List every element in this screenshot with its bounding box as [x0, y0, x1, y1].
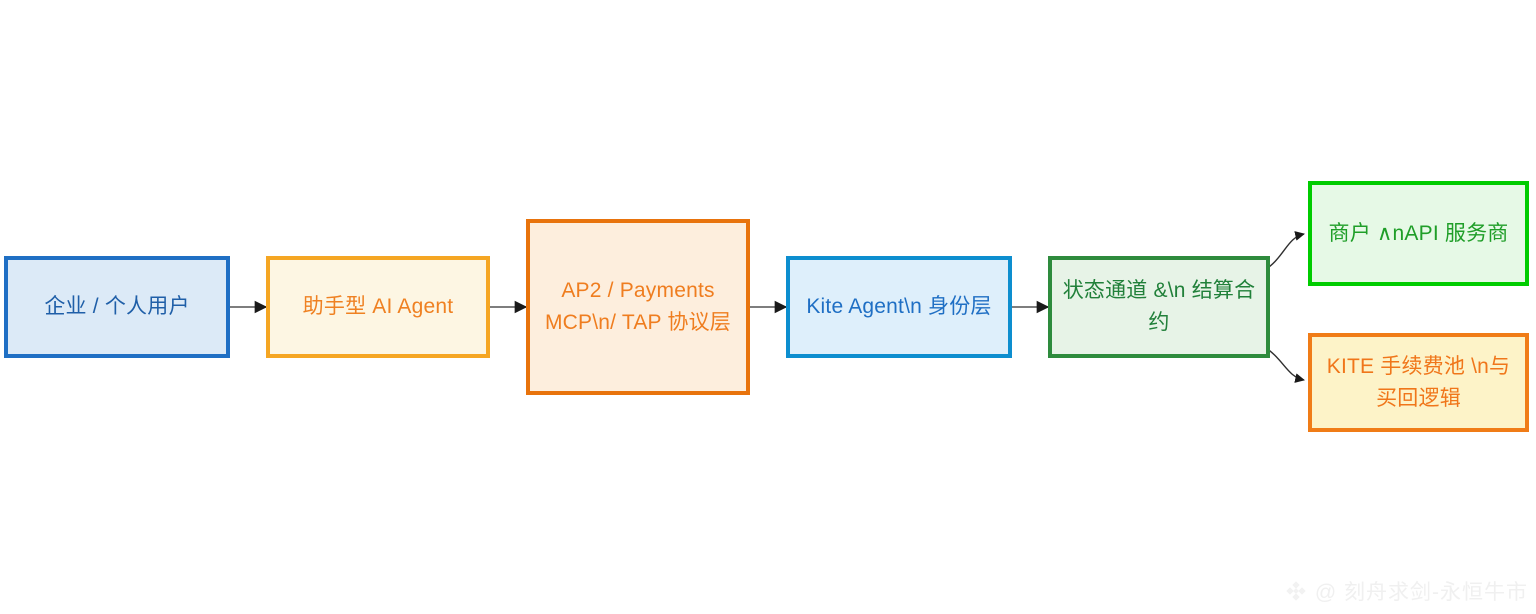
watermark-text: @ 刻舟求剑-永恒牛市 — [1314, 581, 1528, 604]
node-state-channel-settlement-contract[interactable]: 状态通道 &\n 结算合约 — [1048, 256, 1270, 358]
watermark: @ 刻舟求剑-永恒牛市 — [1284, 576, 1528, 606]
binance-diamond-icon — [1284, 579, 1308, 603]
node-assistant-ai-agent[interactable]: 助手型 AI Agent — [266, 256, 490, 358]
node-kite-fee-pool-buyback[interactable]: KITE 手续费池 \n与买回逻辑 — [1308, 333, 1529, 432]
node-payments-protocol-layer[interactable]: AP2 / Payments MCP\n/ TAP 协议层 — [526, 219, 750, 395]
node-user[interactable]: 企业 / 个人用户 — [4, 256, 230, 358]
node-kite-agent-identity-layer[interactable]: Kite Agent\n 身份层 — [786, 256, 1012, 358]
node-merchant-api-provider[interactable]: 商户 ∧nAPI 服务商 — [1308, 181, 1529, 286]
